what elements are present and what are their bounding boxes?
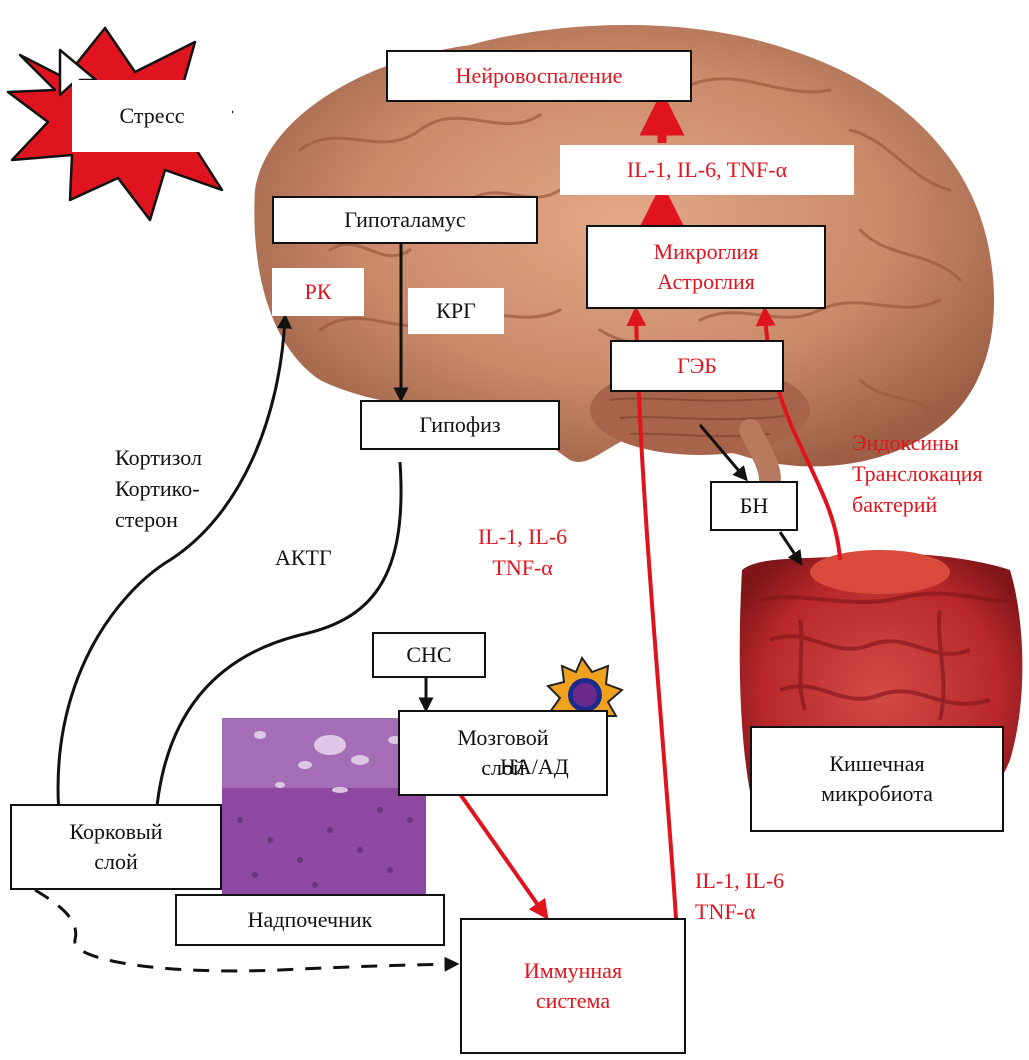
- node-hypothalamus: Гипоталамус: [272, 196, 538, 244]
- node-microglia: Микроглия Астроглия: [586, 225, 826, 309]
- arrow-medulla-immune: [460, 794, 545, 915]
- label-actg: АКТГ: [275, 543, 332, 574]
- node-rk: РК: [272, 268, 364, 316]
- node-stress: Стресс: [72, 80, 232, 152]
- node-neuroinflammation-label: Нейровоспаление: [456, 61, 623, 91]
- node-sns: СНС: [372, 632, 486, 678]
- label-na-ad: НА/АД: [500, 752, 569, 783]
- node-cytokines-brain: IL-1, IL-6, TNF-α: [560, 145, 854, 195]
- label-cortisol: Кортизол Кортико- стерон: [115, 443, 202, 535]
- node-pituitary-label: Гипофиз: [419, 410, 500, 440]
- node-geb-label: ГЭБ: [677, 351, 717, 381]
- label-endotoxins: Эндоксины Транслокация бактерий: [852, 428, 983, 520]
- node-krg: КРГ: [408, 288, 504, 334]
- node-cortex-label: Корковый слой: [69, 817, 162, 876]
- node-krg-label: КРГ: [436, 296, 476, 326]
- node-adrenal: Надпочечник: [175, 894, 445, 946]
- node-cortex: Корковый слой: [10, 804, 222, 890]
- node-microglia-label: Микроглия Астроглия: [654, 237, 759, 296]
- arrow-bn-gut: [780, 532, 800, 562]
- node-neuroinflammation: Нейровоспаление: [386, 50, 692, 102]
- node-cytokines-brain-label: IL-1, IL-6, TNF-α: [627, 155, 787, 185]
- node-gut-microbiota-label: Кишечная микробиота: [821, 749, 933, 808]
- node-hypothalamus-label: Гипоталамус: [344, 205, 465, 235]
- node-geb: ГЭБ: [610, 340, 784, 392]
- node-bn-label: БН: [740, 491, 769, 521]
- node-immune-system-label: Иммунная система: [524, 956, 622, 1015]
- node-gut-microbiota: Кишечная микробиота: [750, 726, 1004, 832]
- node-pituitary: Гипофиз: [360, 400, 560, 450]
- node-rk-label: РК: [305, 277, 332, 307]
- node-immune-system: Иммунная система: [460, 918, 686, 1054]
- node-bn: БН: [710, 481, 798, 531]
- label-cytokines-low: IL-1, IL-6 TNF-α: [695, 866, 784, 928]
- node-stress-label: Стресс: [119, 101, 184, 131]
- label-cytokines-mid: IL-1, IL-6 TNF-α: [478, 522, 567, 584]
- adrenal-tissue-image: [222, 718, 426, 898]
- node-sns-label: СНС: [406, 640, 451, 670]
- node-adrenal-label: Надпочечник: [248, 905, 373, 935]
